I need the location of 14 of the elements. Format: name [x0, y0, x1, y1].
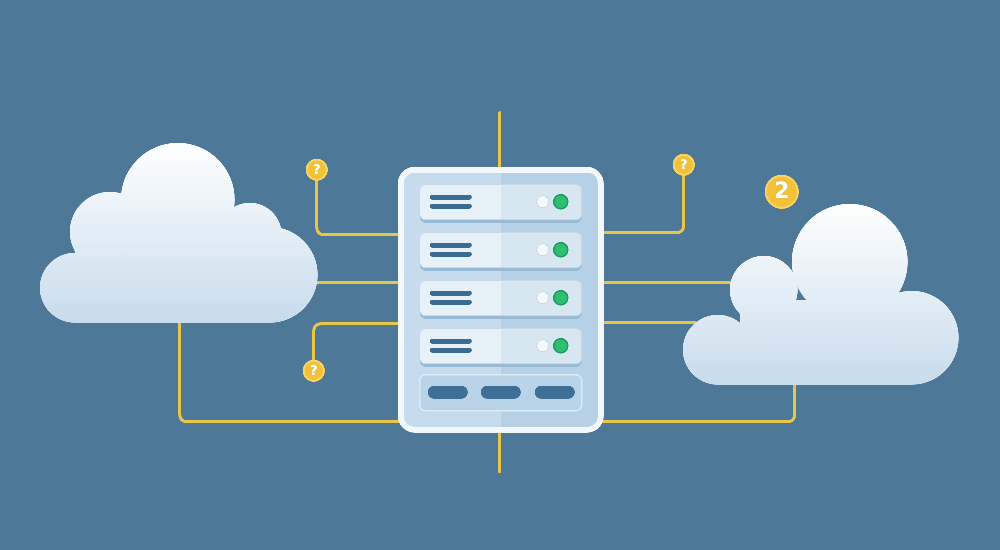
- connector-line: [316, 282, 400, 284]
- connector-line: [602, 282, 732, 284]
- connector-line: [178, 322, 400, 424]
- connector-line: [602, 174, 686, 234]
- connector-line: [312, 322, 400, 362]
- connector-line: [498, 112, 502, 168]
- connector-line: [602, 322, 698, 324]
- connector-line: [498, 432, 502, 474]
- question-mark-badge: ?: [303, 360, 325, 382]
- connector-line: [602, 384, 796, 424]
- question-mark-badge: ?: [306, 159, 328, 181]
- number-badge: 2: [765, 175, 799, 209]
- connector-line: [316, 180, 400, 236]
- question-mark-badge: ?: [673, 154, 695, 176]
